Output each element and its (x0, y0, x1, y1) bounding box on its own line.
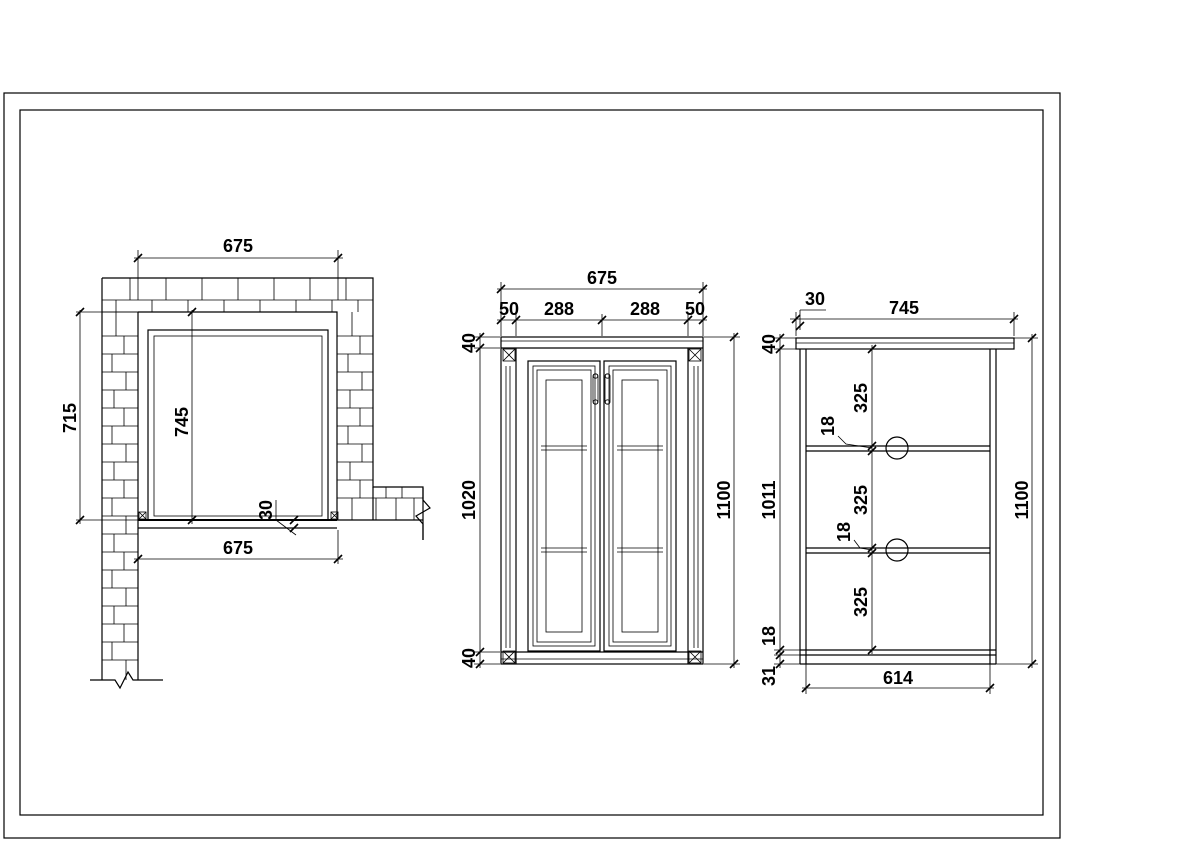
dim-side-shelf-thickness-1: 18 (818, 416, 838, 436)
wall-opening-view: 675 715 745 30 675 (60, 236, 431, 690)
side-dimensions: 30 745 40 1011 18 31 3 (759, 289, 1038, 694)
dim-front-overall-height: 1100 (714, 480, 734, 519)
window-frame (138, 329, 339, 529)
dim-side-inner-width: 614 (883, 668, 913, 688)
front-dimensions: 675 50 288 288 50 40 1 (459, 268, 740, 669)
dim-front-door-right: 288 (630, 299, 660, 319)
dim-side-shelf-thickness-2: 18 (834, 522, 854, 542)
shelf-pin-hole-lower (885, 538, 909, 562)
dim-front-inner-height: 1020 (459, 480, 479, 520)
cabinet-body (500, 336, 704, 665)
dim-wall-width-top: 675 (223, 236, 253, 256)
dim-side-depth: 745 (889, 298, 919, 318)
dim-side-bottom-thickness: 18 (759, 626, 779, 646)
door-left (527, 360, 601, 652)
dim-side-shelf-gap-2: 325 (851, 485, 871, 515)
dim-front-stile-left: 50 (499, 299, 519, 319)
brick-wall (90, 277, 431, 690)
cabinet-front-view: 675 50 288 288 50 40 1 (459, 268, 740, 669)
dim-front-stile-right: 50 (685, 299, 705, 319)
dim-front-door-left: 288 (544, 299, 574, 319)
dim-wall-sill: 30 (256, 500, 276, 520)
dim-side-top-thickness: 40 (759, 334, 779, 354)
cabinet-side-section: 30 745 40 1011 18 31 3 (759, 289, 1038, 694)
door-right (603, 360, 677, 652)
door-handles (592, 373, 611, 405)
dim-side-inner-height: 1011 (759, 480, 779, 519)
wall-dimensions: 675 715 745 30 675 (60, 236, 343, 564)
dim-wall-height-inner: 745 (172, 407, 192, 437)
dim-side-plinth: 31 (759, 666, 779, 686)
dim-wall-width-bottom: 675 (223, 538, 253, 558)
dim-side-shelf-gap-3: 325 (851, 587, 871, 617)
sheet-frame (3, 92, 1061, 839)
dim-front-bottom-rail: 40 (459, 648, 479, 668)
dim-side-overall-height: 1100 (1012, 480, 1032, 519)
dim-front-top-rail: 40 (459, 333, 479, 353)
dim-side-top-overhang: 30 (805, 289, 825, 309)
dim-wall-height-left: 715 (60, 403, 80, 433)
dim-front-overall-width: 675 (587, 268, 617, 288)
shelf-pin-hole-upper (885, 436, 909, 460)
cabinet-carcass (795, 337, 1015, 665)
dim-side-shelf-gap-1: 325 (851, 383, 871, 413)
